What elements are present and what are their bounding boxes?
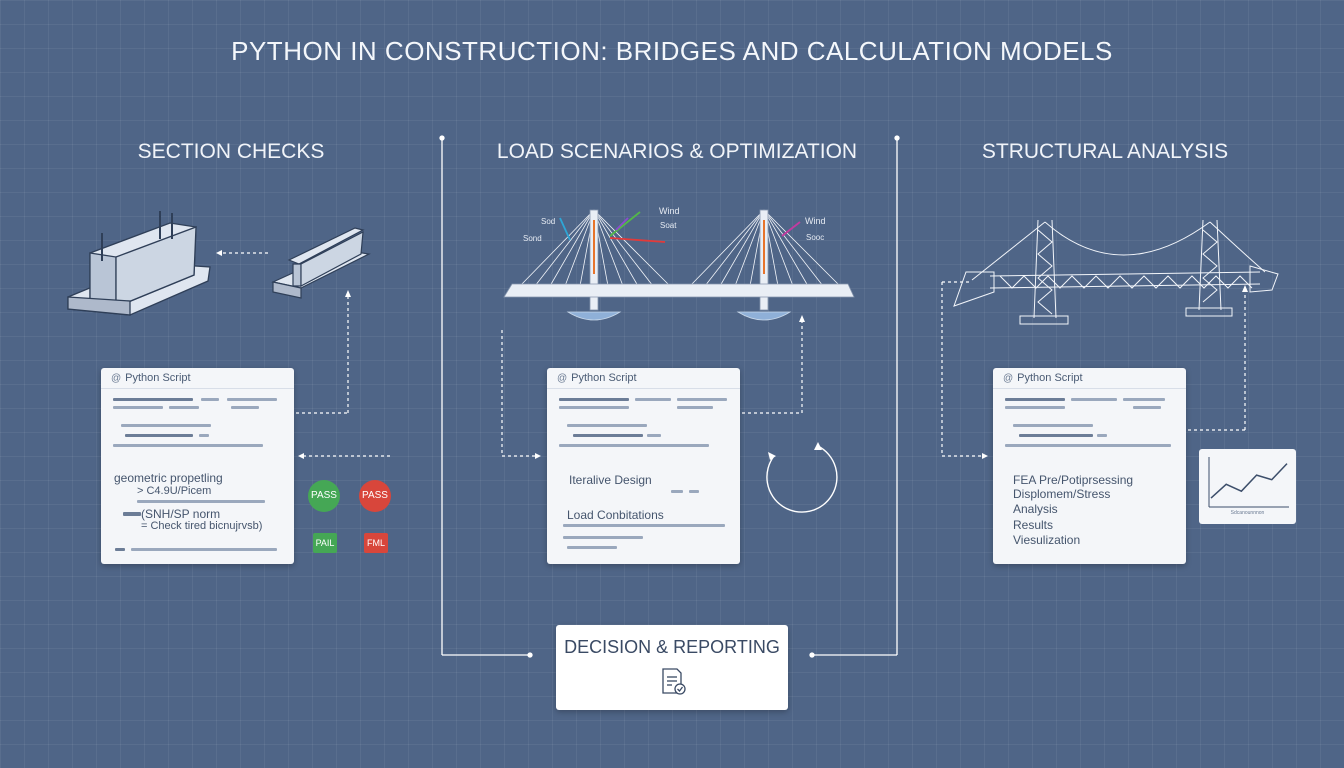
steel-i-beam-illustration (271, 227, 371, 299)
code-line (635, 398, 671, 401)
card-text-line: Iteralive Design (569, 473, 652, 487)
load-label-4: Soat (660, 221, 677, 230)
code-line (1133, 406, 1161, 409)
code-line (677, 398, 727, 401)
results-mini-chart: Sdcanounnnon (1199, 449, 1296, 524)
truss-bridge-illustration (953, 219, 1279, 325)
code-line (567, 424, 647, 427)
pass-badge: PASS (308, 480, 340, 512)
code-line (563, 524, 725, 527)
python-icon: @ (111, 373, 122, 384)
report-check-icon (662, 668, 686, 695)
mini-chart-plot (1208, 457, 1289, 508)
code-line (559, 444, 709, 447)
column-title-load-scenarios: LOAD SCENARIOS & OPTIMIZATION (496, 140, 858, 163)
card-text-line: geometric propetling (114, 471, 223, 485)
column-title-structural-analysis: STRUCTURAL ANALYSIS (981, 140, 1229, 163)
page-title: PYTHON IN CONSTRUCTION: BRIDGES AND CALC… (231, 36, 1113, 66)
fail-badge: PAIL (313, 533, 337, 553)
python-script-card-structural-analysis: @Python Script FEA Pre/Potiprsessing Dis… (993, 368, 1186, 564)
code-line (671, 490, 683, 493)
load-label-6: Sooc (806, 233, 825, 242)
code-line (113, 444, 263, 447)
python-icon: @ (1003, 373, 1014, 384)
code-line (567, 546, 617, 549)
card-text-line: = Check tired bicnujrvsb) (141, 520, 263, 532)
code-line (125, 434, 193, 437)
load-label-3: Wind (659, 206, 680, 216)
code-line (1005, 398, 1065, 401)
code-line (559, 398, 629, 401)
code-line (1005, 406, 1065, 409)
code-line (113, 406, 163, 409)
code-line (137, 500, 265, 503)
card-header-label: Python Script (1017, 372, 1083, 384)
card-text-line: Displomem/Stress (1013, 487, 1111, 501)
code-line (1019, 434, 1093, 437)
code-line (1013, 424, 1093, 427)
code-line (121, 424, 211, 427)
code-line (113, 398, 193, 401)
pass-badge: PASS (359, 480, 391, 512)
code-line (131, 548, 277, 551)
code-line (201, 398, 219, 401)
code-line (199, 434, 209, 437)
code-line (563, 536, 643, 539)
code-line (123, 512, 141, 516)
code-line (559, 406, 629, 409)
code-line (1071, 398, 1117, 401)
refresh-cycle-icon (766, 442, 838, 513)
code-line (647, 434, 661, 437)
code-line (1097, 434, 1107, 437)
card-header-label: Python Script (571, 372, 637, 384)
code-line (677, 406, 713, 409)
card-text-line: Results (1013, 518, 1054, 532)
mini-chart-caption: Sdcanounnnon (1230, 510, 1265, 516)
python-script-card-load-scenarios: @Python Script Iteralive Design Load Con… (547, 368, 740, 564)
decision-reporting-box[interactable]: DECISION & REPORTING (556, 625, 788, 710)
mini-chart-series-line (1210, 463, 1288, 499)
card-text-line: Viesulization (1013, 533, 1081, 547)
fail-badge: FML (364, 533, 388, 553)
card-text-line: FEA Pre/Potiprsessing (1013, 473, 1134, 487)
code-line (689, 490, 699, 493)
python-icon: @ (557, 373, 568, 384)
code-line (231, 406, 259, 409)
beam-section-illustration (67, 211, 211, 316)
card-text-line: Load Conbitations (567, 508, 664, 522)
python-script-card-section-checks: @Python Script geometric propetling > C4… (101, 368, 294, 564)
card-header-label: Python Script (125, 372, 191, 384)
card-text-line: Analysis (1013, 502, 1058, 516)
code-line (1123, 398, 1165, 401)
load-label-2: Sond (523, 234, 542, 243)
code-line (115, 548, 125, 551)
decision-label: DECISION & REPORTING (564, 637, 780, 657)
code-line (573, 434, 643, 437)
load-label-1: Sod (541, 217, 556, 226)
load-label-5: Wind (805, 216, 826, 226)
card-text-line: > C4.9U/Picem (137, 485, 212, 497)
code-line (169, 406, 199, 409)
cable-stayed-bridge-illustration (503, 209, 855, 321)
code-line (1005, 444, 1171, 447)
card-text-line: (SNH/SP norm (141, 507, 221, 521)
column-title-section-checks: SECTION CHECKS (137, 140, 325, 163)
code-line (227, 398, 277, 401)
